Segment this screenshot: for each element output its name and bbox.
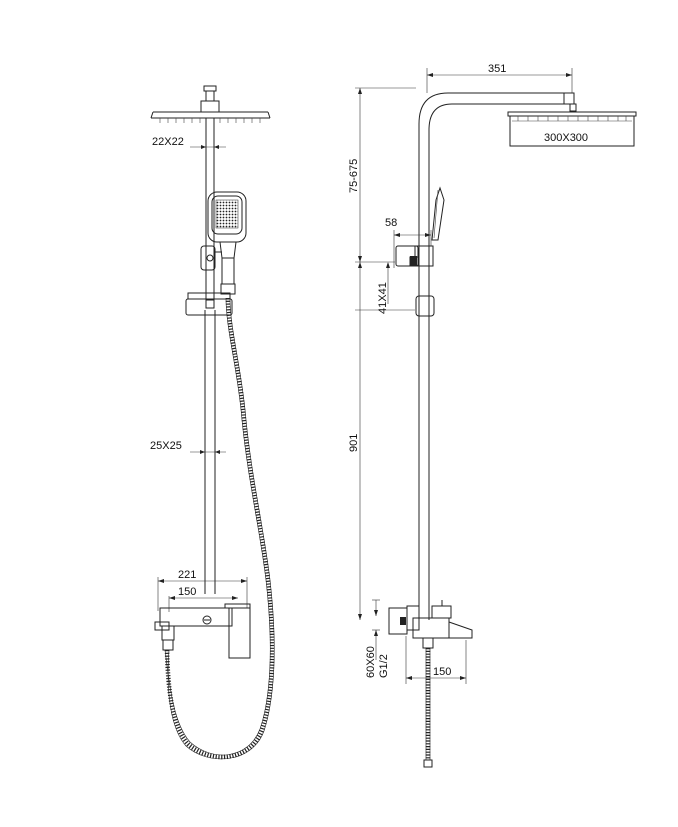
dim-top-pipe: 22X22: [152, 136, 226, 149]
rain-head-front: [150, 85, 271, 123]
spray-face-grid: [215, 199, 239, 229]
label-spout-length: 150: [433, 666, 451, 678]
rain-head-side: 300X300: [507, 111, 637, 147]
dim-riser-pipe: 25X25: [150, 440, 226, 454]
dim-spout-length: 150: [405, 636, 467, 684]
hand-shower-side: [395, 186, 445, 317]
label-total-width: 221: [178, 569, 196, 581]
label-holder-offset: 58: [385, 217, 397, 229]
dim-vertical-chain: 75-675 901: [348, 87, 416, 620]
slide-holder-front: [185, 292, 233, 316]
label-thread: G1/2: [378, 654, 390, 678]
label-height-adjust: 75-675: [348, 159, 360, 193]
label-head-size: 300X300: [544, 132, 588, 144]
label-riser-pipe: 25X25: [150, 440, 182, 452]
dim-arm-reach: 351: [426, 63, 573, 93]
flexible-hose: [164, 297, 275, 760]
label-arm-reach: 351: [488, 63, 506, 75]
dim-valve-width: 150: [168, 586, 238, 612]
label-valve-width: 150: [178, 586, 196, 598]
dim-holder-offset: 58: [385, 217, 432, 268]
hand-shower-front: [200, 191, 247, 295]
front-view: 22X22 25X25: [150, 85, 275, 760]
hose-stub-side: [423, 648, 433, 768]
label-holder-size: 41X41: [377, 282, 389, 314]
side-view: 300X300 351 75-675 901: [348, 63, 637, 768]
mixer-valve-front: [154, 603, 251, 659]
dim-holder-size: 41X41: [377, 262, 390, 314]
label-top-pipe: 22X22: [152, 136, 184, 148]
shower-arm-side: [418, 92, 577, 620]
riser-pipe-front: [204, 118, 216, 594]
dim-total-width: 221: [157, 569, 248, 611]
label-valve-size: 60X60: [365, 646, 377, 678]
mixer-valve-side: [388, 600, 473, 649]
dim-valve-size: 60X60 G1/2: [365, 599, 390, 678]
label-riser-length: 901: [348, 434, 360, 452]
